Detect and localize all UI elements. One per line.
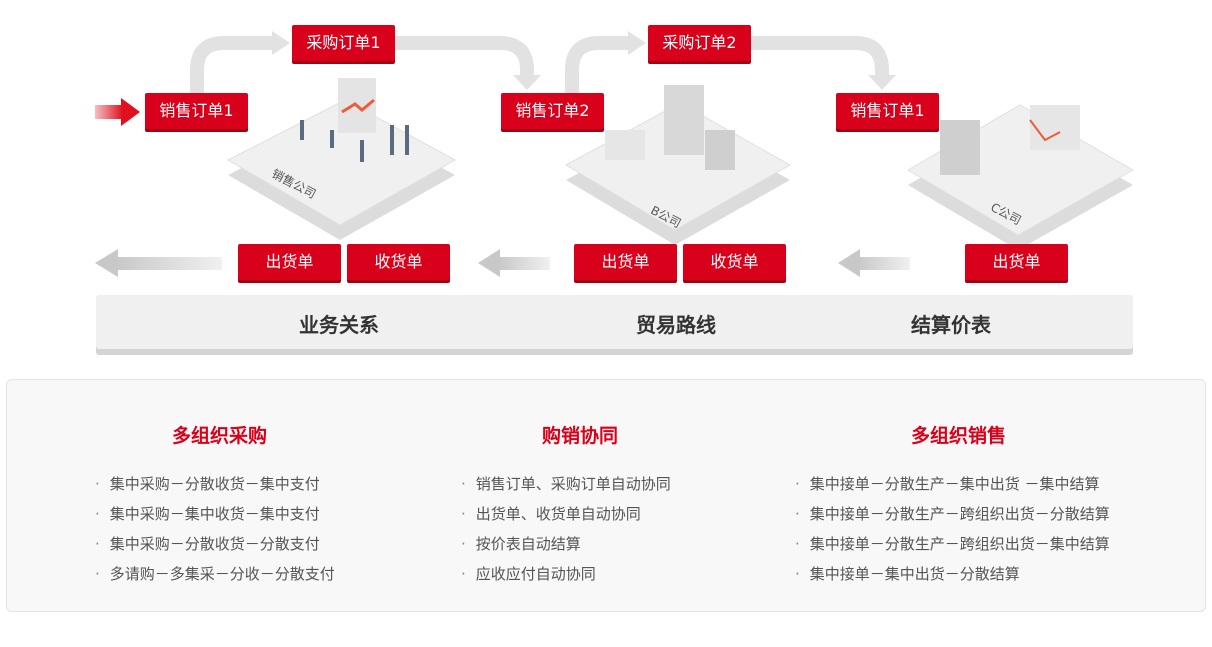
- bar-label-trade-route: 贸易路线: [636, 313, 716, 337]
- list-item: 销售订单、采购订单自动协同: [461, 473, 671, 494]
- column-title: 购销协同: [542, 425, 619, 447]
- b-receipt-note-tag: 收货单: [683, 244, 786, 280]
- sales-order-1-tag: 销售订单1: [145, 93, 248, 129]
- a-shipping-note-tag: 出货单: [238, 244, 341, 280]
- red-entry-arrow-icon: [95, 98, 140, 126]
- list-item: 集中接单－分散生产－跨组织出货－分散结算: [795, 503, 1110, 524]
- list-item: 应收应付自动协同: [461, 563, 596, 584]
- list-item: 集中接单－分散生产－集中出货 －集中结算: [795, 473, 1100, 494]
- return-arrows: [95, 249, 910, 277]
- relations-bar: 业务关系 贸易路线 结算价表: [96, 295, 1133, 349]
- b-shipping-note-tag: 出货单: [574, 244, 677, 280]
- list-item: 集中采购－分散收货－集中支付: [95, 473, 320, 494]
- platform-c-company: [907, 104, 1135, 250]
- a-receipt-note-tag: 收货单: [347, 244, 450, 280]
- features-panel: 多组织采购 购销协同 多组织销售 集中采购－分散收货－集中支付 集中采购－集中收…: [6, 379, 1206, 612]
- bar-label-business-relations: 业务关系: [299, 313, 379, 337]
- list-item: 集中采购－分散收货－分散支付: [95, 533, 320, 554]
- list-item: 按价表自动结算: [461, 533, 581, 554]
- flow-arrows: [190, 36, 889, 93]
- column-title: 多组织采购: [172, 425, 268, 447]
- c-shipping-note-tag: 出货单: [965, 244, 1068, 280]
- c-sales-order-tag: 销售订单1: [836, 93, 939, 129]
- platform-sales-company: [226, 78, 457, 240]
- sales-order-2-tag: 销售订单2: [501, 93, 604, 129]
- platform-b-company: [564, 85, 792, 245]
- purchase-order-2-tag: 采购订单2: [648, 25, 751, 61]
- column-title: 多组织销售: [911, 425, 1007, 447]
- bar-label-settlement-price: 结算价表: [911, 313, 991, 337]
- list-item: 集中接单－集中出货－分散结算: [795, 563, 1020, 584]
- list-item: 集中接单－分散生产－跨组织出货－集中结算: [795, 533, 1110, 554]
- list-item: 多请购－多集采－分收－分散支付: [95, 563, 335, 584]
- purchase-order-1-tag: 采购订单1: [292, 25, 395, 61]
- flow-diagram-graphics: [95, 31, 1135, 277]
- list-item: 出货单、收货单自动协同: [461, 503, 641, 524]
- list-item: 集中采购－集中收货－集中支付: [95, 503, 320, 524]
